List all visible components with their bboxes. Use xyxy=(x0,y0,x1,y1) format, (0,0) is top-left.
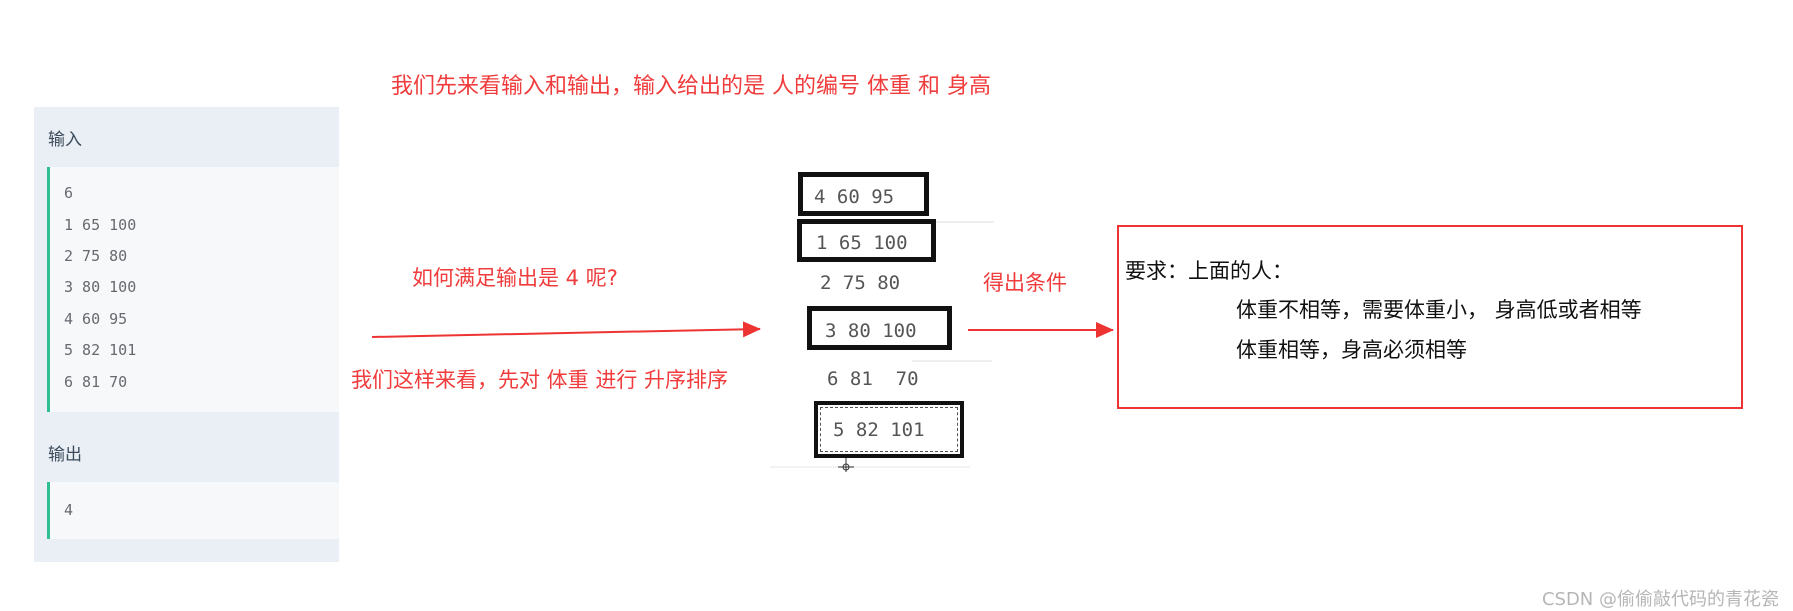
sorted-row-text: 3 80 100 xyxy=(825,320,917,342)
sorted-row-box: 5 82 101 xyxy=(814,401,964,458)
io-panel: 输入 6 1 65 100 2 75 80 3 80 100 4 60 95 5… xyxy=(34,107,339,562)
input-line: 6 81 70 xyxy=(64,373,128,391)
arrow-left-to-list xyxy=(371,321,761,338)
faint-line xyxy=(770,466,970,468)
sorted-row-box: 3 80 100 xyxy=(807,306,952,350)
cursor-crosshair-icon xyxy=(838,458,854,472)
requirement-title: 要求：上面的人： xyxy=(1125,259,1293,283)
sorted-row-text: 1 65 100 xyxy=(816,232,908,254)
sorted-row-text: 6 81 70 xyxy=(827,368,919,390)
requirement-line-2: 体重相等，身高必须相等 xyxy=(1236,338,1467,362)
sorted-row-text: 4 60 95 xyxy=(814,186,895,208)
input-line: 4 60 95 xyxy=(64,310,128,328)
selection-dashed-border xyxy=(820,407,958,452)
input-line: 6 xyxy=(64,184,74,202)
annotation-sort-note: 我们这样来看，先对 体重 进行 升序排序 xyxy=(351,368,729,392)
sorted-row-box: 4 60 95 xyxy=(798,172,929,216)
output-label: 输出 xyxy=(48,445,82,465)
output-code-block: 4 xyxy=(47,482,339,539)
sorted-row-box: 1 65 100 xyxy=(797,219,936,262)
output-line: 4 xyxy=(64,501,74,519)
faint-line xyxy=(934,221,994,223)
watermark: CSDN @偷偷敲代码的青花瓷 xyxy=(1541,589,1779,610)
input-label: 输入 xyxy=(48,130,82,150)
sorted-row-text: 2 75 80 xyxy=(820,272,901,294)
requirement-box: 要求：上面的人： 体重不相等，需要体重小， 身高低或者相等 体重相等，身高必须相… xyxy=(1117,225,1743,409)
input-line: 2 75 80 xyxy=(64,247,128,265)
annotation-question: 如何满足输出是 4 呢? xyxy=(412,266,618,290)
input-line: 5 82 101 xyxy=(64,341,137,359)
input-code-block: 6 1 65 100 2 75 80 3 80 100 4 60 95 5 82… xyxy=(47,167,339,412)
sorted-row-text: 5 82 101 xyxy=(833,419,925,441)
requirement-line-1: 体重不相等，需要体重小， 身高低或者相等 xyxy=(1236,298,1642,322)
input-line: 3 80 100 xyxy=(64,278,137,296)
input-line: 1 65 100 xyxy=(64,216,137,234)
annotation-conclusion: 得出条件 xyxy=(983,271,1067,295)
annotation-top: 我们先来看输入和输出，输入给出的是 人的编号 体重 和 身高 xyxy=(391,74,991,99)
faint-line xyxy=(912,360,992,362)
